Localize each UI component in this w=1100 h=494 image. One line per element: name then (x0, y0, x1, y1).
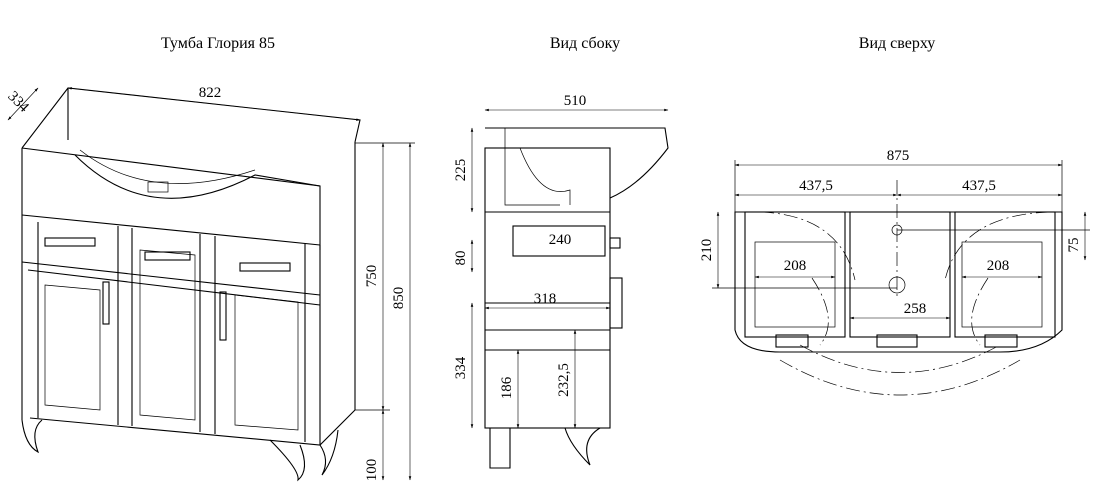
side-view: 510 225 240 80 318 334 186 232,5 (453, 93, 669, 469)
side-dim-drawer-width: 240 (549, 232, 572, 248)
front-counter-edge (21, 147, 321, 250)
front-dim-depth: 334 (4, 88, 32, 116)
front-panel-center (139, 249, 196, 421)
front-dim-width: 822 (199, 85, 222, 101)
top-handle-left (775, 334, 809, 348)
front-basin-inner (79, 149, 256, 184)
top-center-compartment (849, 211, 951, 338)
side-leg-back (489, 428, 511, 469)
front-sink-top (21, 87, 361, 149)
front-dim-depth-line (7, 87, 39, 121)
front-leg-left (21, 419, 43, 454)
side-siphon (504, 128, 560, 206)
side-dim-lower: 334 (453, 356, 469, 379)
top-handle-right (984, 334, 1018, 348)
top-right-box (961, 241, 1043, 328)
top-door-swing-inner (799, 344, 1001, 373)
front-dim-height-body: 750 (364, 265, 380, 288)
top-dim-total: 875 (887, 148, 910, 164)
front-view: 334 822 750 850 100 (4, 85, 415, 482)
top-swing-right (971, 277, 989, 346)
front-top-rail (21, 214, 321, 246)
top-dim-offset: 75 (1066, 238, 1082, 253)
front-handle-left-door (102, 281, 110, 325)
side-dim-inner: 318 (534, 291, 557, 307)
top-dim-half-right: 437,5 (962, 178, 996, 194)
front-handle-left-drawer (44, 237, 96, 247)
front-leg-right (269, 439, 306, 482)
front-panel-left (44, 284, 101, 411)
front-leg-back (319, 429, 339, 476)
top-dim-center: 258 (904, 301, 927, 317)
title-front-view: Тумба Глория 85 (161, 35, 275, 52)
side-dim-shelf1: 186 (499, 376, 515, 399)
top-arc-left (759, 211, 856, 281)
front-dim-width-line (67, 87, 361, 121)
top-door-swing-outer (779, 359, 1021, 396)
top-outline (734, 211, 1063, 353)
side-drawer-knob (609, 237, 621, 249)
front-dim-height-total: 850 (391, 287, 407, 310)
side-siphon-curve (519, 147, 571, 205)
front-drawer-rail (21, 261, 321, 296)
top-handle-center (876, 334, 918, 348)
top-left-box (754, 241, 836, 328)
side-leg-front (564, 427, 601, 466)
side-drawer (512, 225, 606, 257)
front-drain (147, 181, 169, 193)
front-dim-legs: 100 (364, 459, 380, 482)
front-basin-curve (74, 154, 321, 199)
side-dim-shelf2: 232,5 (556, 363, 572, 397)
top-arc-right (944, 211, 1051, 281)
title-top-view: Вид сверху (859, 35, 935, 52)
top-dim-half-left: 437,5 (799, 178, 833, 194)
top-dim-depth: 210 (699, 239, 715, 262)
top-dim-left-box: 208 (784, 258, 807, 274)
side-dim-top: 225 (453, 159, 469, 182)
top-left-compartment (744, 211, 846, 338)
side-dim-drawer-height: 80 (453, 251, 469, 266)
side-dim-width: 510 (564, 93, 587, 109)
side-door-handle (609, 277, 623, 329)
top-view: 875 437,5 437,5 210 75 208 208 258 (699, 148, 1090, 396)
front-panel-right (234, 294, 299, 431)
title-side-view: Вид сбоку (550, 35, 620, 52)
front-handle-right-drawer (239, 262, 291, 272)
front-handle-right-door (219, 291, 227, 341)
front-handle-center-drawer (144, 251, 191, 261)
top-dim-right-box: 208 (987, 258, 1010, 274)
front-base (29, 409, 356, 446)
top-swing-left (811, 277, 829, 346)
top-right-compartment (954, 211, 1056, 338)
side-top-outline (485, 127, 669, 199)
